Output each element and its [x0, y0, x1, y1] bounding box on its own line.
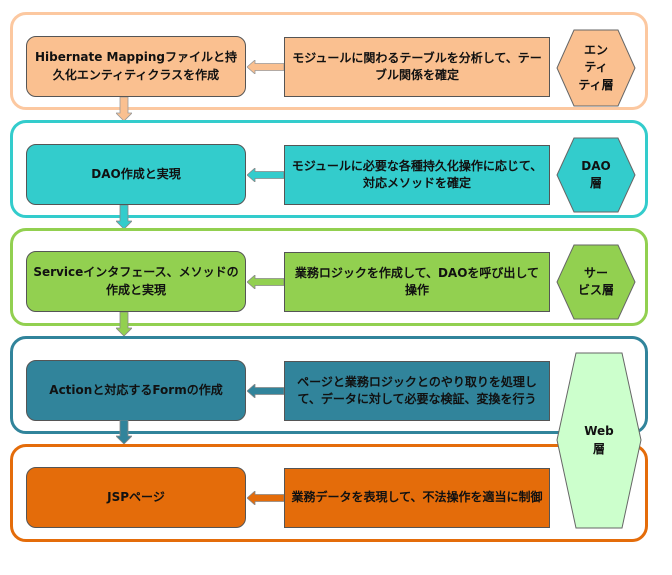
dao-description-box: モジュールに必要な各種持久化操作に応じて、対応メソッドを確定 — [284, 145, 550, 205]
web-layer-label-text: Web 層 — [584, 424, 614, 456]
action-task-box: Actionと対応するFormの作成 — [26, 360, 246, 421]
action-task-text: Actionと対応するFormの作成 — [49, 382, 223, 397]
jsp-task-text: JSPページ — [107, 489, 165, 504]
jsp-description-box: 業務データを表現して、不法操作を適当に制御 — [284, 468, 550, 528]
entity-description-text: モジュールに関わるテーブルを分析して、テーブル関係を確定 — [292, 50, 542, 82]
jsp-description-text: 業務データを表現して、不法操作を適当に制御 — [291, 490, 543, 505]
service-layer-label-text: サー ビス層 — [577, 265, 614, 297]
entity-task-box: Hibernate Mappingファイルと持久化エンティティクラスを作成 — [26, 36, 246, 97]
dao-layer-label-text: DAO 層 — [581, 158, 611, 190]
action-description-text: ページと業務ロジックとのやり取りを処理して、データに対して必要な検証、変換を行う — [297, 374, 537, 406]
dao-description-text: モジュールに必要な各種持久化操作に応じて、対応メソッドを確定 — [291, 158, 543, 190]
service-description-text: 業務ロジックを作成して、DAOを呼び出して 操作 — [294, 265, 540, 297]
action-down-arrow-icon — [116, 420, 132, 444]
dao-task-text: DAO作成と実現 — [91, 166, 181, 181]
entity-task-text: Hibernate Mappingファイルと持久化エンティティクラスを作成 — [35, 50, 237, 82]
service-down-arrow-icon — [116, 312, 132, 336]
jsp-left-arrow-icon — [247, 491, 284, 505]
action-description-box: ページと業務ロジックとのやり取りを処理して、データに対して必要な検証、変換を行う — [284, 361, 550, 421]
web-layer-label: Web 層 — [556, 352, 642, 529]
service-task-box: Serviceインタフェース、メソッドの 作成と実現 — [26, 251, 246, 312]
entity-layer-label: エン ティ ティ層 — [556, 29, 636, 107]
action-left-arrow-icon — [247, 384, 284, 398]
dao-left-arrow-icon — [247, 168, 284, 182]
entity-down-arrow-icon — [116, 97, 132, 121]
dao-down-arrow-icon — [116, 205, 132, 229]
entity-left-arrow-icon — [247, 60, 284, 74]
service-layer-label: サー ビス層 — [556, 244, 636, 320]
service-left-arrow-icon — [247, 275, 284, 289]
entity-description-box: モジュールに関わるテーブルを分析して、テーブル関係を確定 — [284, 37, 550, 97]
entity-layer-label-text: エン ティ ティ層 — [578, 42, 614, 92]
service-task-text: Serviceインタフェース、メソッドの 作成と実現 — [33, 265, 239, 297]
dao-task-box: DAO作成と実現 — [26, 144, 246, 205]
dao-layer-label: DAO 層 — [556, 137, 636, 213]
jsp-task-box: JSPページ — [26, 467, 246, 528]
service-description-box: 業務ロジックを作成して、DAOを呼び出して 操作 — [284, 252, 550, 312]
